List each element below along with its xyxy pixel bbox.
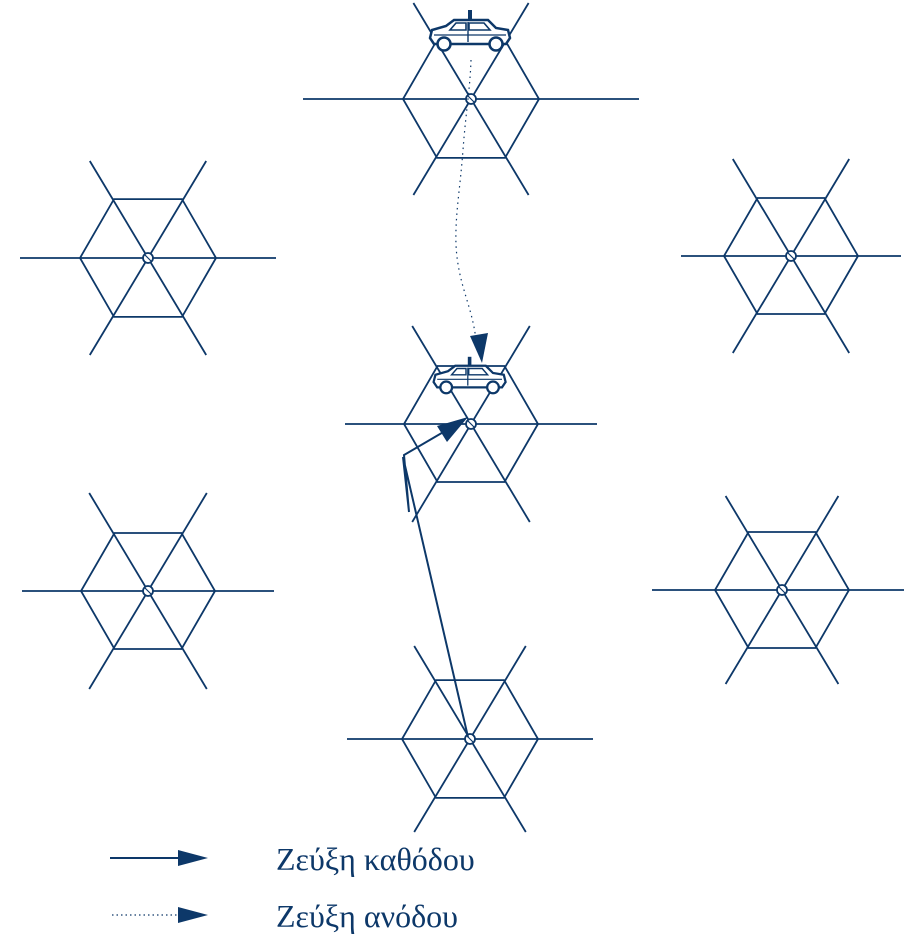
legend-downlink-label: Ζεύξη καθόδου	[276, 841, 475, 877]
cell-lower-left	[22, 492, 274, 690]
cell-upper-right	[681, 158, 901, 354]
uplink-arrowhead	[470, 333, 488, 363]
cells-layer	[20, 2, 904, 833]
downlink-path	[402, 417, 469, 738]
uplink-path	[455, 59, 488, 363]
base-station-tick	[467, 95, 475, 103]
car-window	[450, 367, 467, 376]
car-body	[432, 364, 507, 389]
car-window	[448, 22, 467, 31]
car-window	[467, 367, 490, 376]
car-wheel	[436, 36, 452, 52]
downlink-line	[402, 426, 469, 738]
car-icon-top	[428, 10, 512, 52]
links-layer	[402, 59, 488, 738]
legend-downlink-arrowhead	[178, 850, 208, 866]
car-wheel	[439, 380, 454, 395]
base-station-tick	[467, 420, 475, 428]
cell-center	[345, 325, 597, 523]
base-station-tick	[778, 586, 786, 594]
vehicles-layer	[428, 10, 512, 395]
base-station-tick	[144, 254, 152, 262]
car-window	[468, 22, 492, 31]
base-station-tick	[787, 252, 795, 260]
cell-lower-right	[652, 495, 904, 685]
car-wheel	[488, 36, 504, 52]
legend-uplink-arrowhead	[178, 907, 208, 923]
cell-upper-left	[20, 160, 276, 356]
car-body	[428, 18, 512, 46]
base-station-tick	[144, 587, 152, 595]
car-icon-center	[432, 356, 507, 395]
cell-bottom	[347, 645, 593, 833]
car-wheel	[486, 380, 500, 395]
legend-uplink-label: Ζεύξη ανόδου	[276, 898, 458, 934]
downlink-arrowhead	[437, 417, 468, 442]
legend-layer	[110, 850, 208, 923]
